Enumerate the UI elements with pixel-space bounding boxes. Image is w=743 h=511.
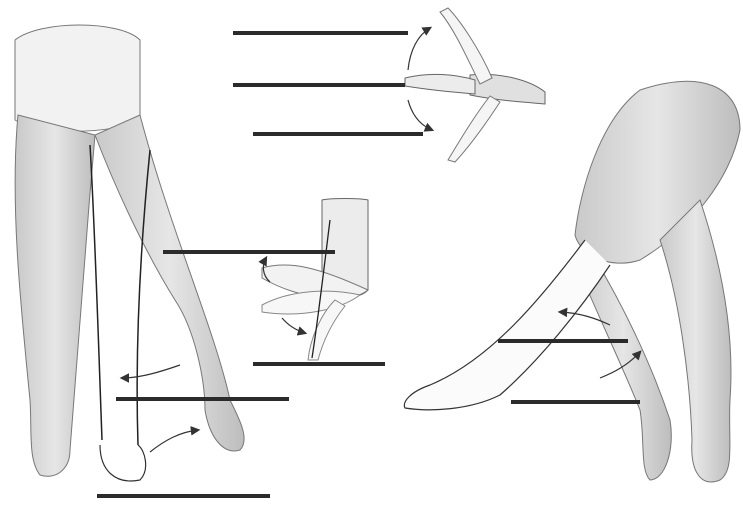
hand-extended (405, 74, 475, 94)
label-line-foot-top (163, 250, 335, 254)
label-line-side-lower (511, 400, 640, 404)
pelvis (15, 25, 140, 131)
hand-lowered (448, 96, 500, 162)
nerve-path-left (90, 145, 102, 440)
flex-arrow-up (408, 28, 430, 70)
rotation-arrow-1 (122, 365, 180, 378)
left-leg (15, 115, 95, 476)
hand-raised (440, 8, 492, 84)
foot-outline (100, 445, 146, 481)
label-line-side-upper (498, 339, 628, 343)
extended-leg-outline (404, 240, 610, 410)
label-line-legs-mid (116, 397, 289, 401)
label-line-foot-bottom (253, 362, 385, 366)
label-line-legs-bottom (97, 494, 270, 498)
thigh (575, 81, 740, 263)
hand-flexion-figure (405, 8, 545, 162)
rot-arrow-down (282, 318, 305, 333)
foot-inverted (262, 291, 360, 314)
label-line-hand-bottom (253, 132, 423, 136)
flex-arrow-down (408, 100, 432, 130)
label-line-hand-top (233, 31, 408, 35)
rotation-arrow-2 (150, 430, 198, 452)
foot-rotation-figure (262, 199, 368, 361)
leg-flexion-figure (404, 81, 740, 482)
label-line-hand-middle (233, 83, 405, 87)
